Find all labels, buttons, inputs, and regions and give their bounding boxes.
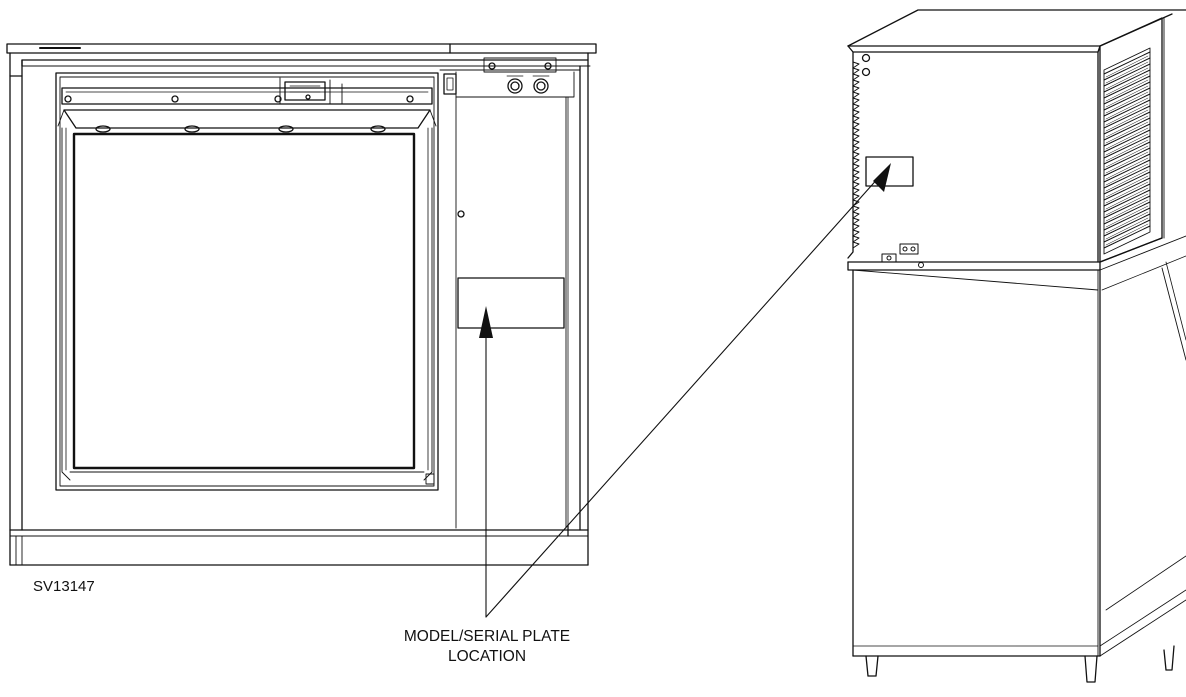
leg-front-right (1084, 655, 1098, 683)
ice-bin (847, 235, 1186, 683)
callout-line-1: MODEL/SERIAL PLATE (403, 628, 571, 645)
water-fittings (881, 243, 924, 268)
ice-machine-head (847, 9, 1186, 268)
leader-lines (485, 175, 881, 618)
leader-line-side (485, 175, 881, 618)
side-view (847, 9, 1186, 683)
left-louvers (852, 61, 860, 249)
arrowhead-side (873, 163, 891, 192)
leg-rear-right (1163, 645, 1175, 671)
leg-front-left (865, 655, 879, 677)
control-panel (439, 57, 581, 529)
front-view (6, 43, 597, 566)
top-cover (6, 43, 597, 77)
arrowheads (479, 163, 891, 338)
cabinet-frame (9, 59, 589, 566)
model-serial-plate-side (865, 156, 914, 187)
callout-line-2: LOCATION (447, 648, 527, 665)
figure-id: SV13147 (33, 578, 95, 595)
callout-label: MODEL/SERIAL PLATE LOCATION (352, 627, 622, 667)
arrowhead-front (479, 306, 493, 338)
model-serial-plate-front (457, 277, 565, 329)
evaporator-opening (55, 72, 439, 491)
side-louvers (1103, 47, 1151, 255)
